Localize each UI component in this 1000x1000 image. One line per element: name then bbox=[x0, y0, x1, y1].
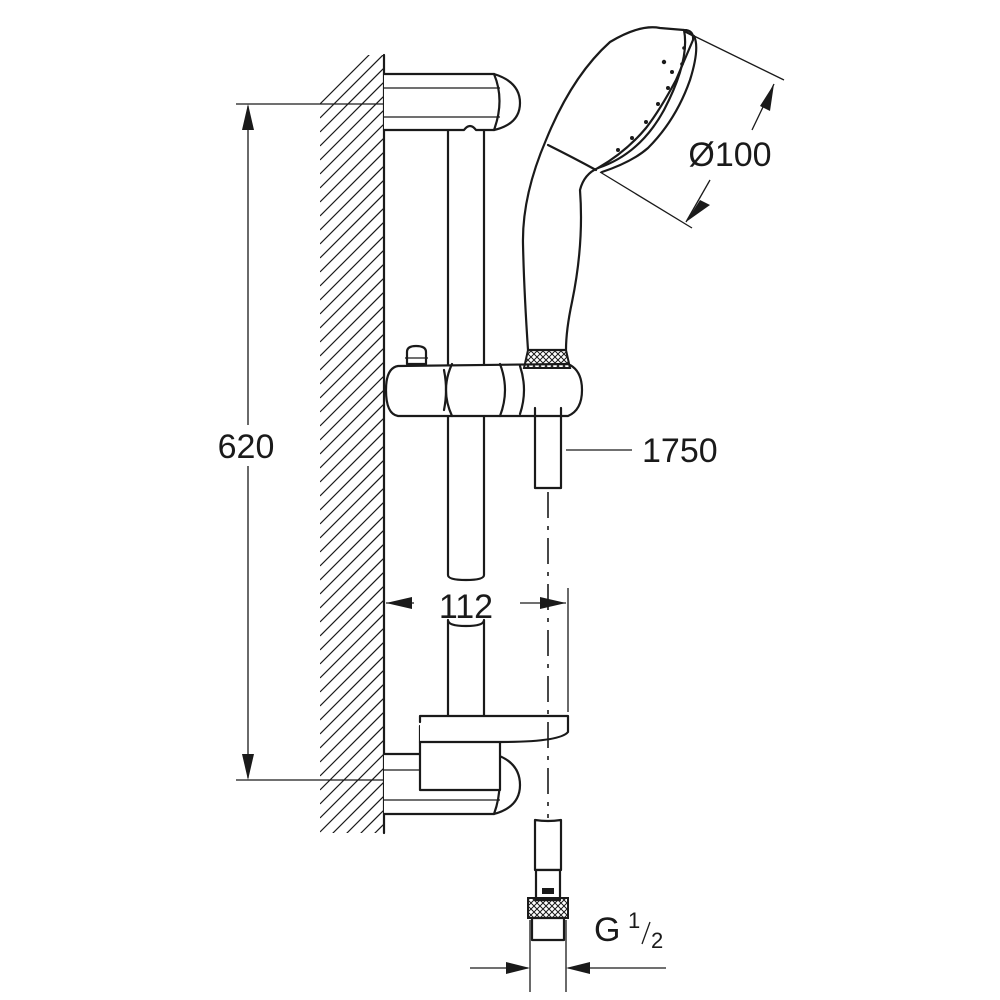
hatch-line bbox=[320, 501, 384, 567]
hatch-line bbox=[320, 852, 384, 916]
hatch-line bbox=[320, 249, 384, 315]
hatch-line bbox=[320, 711, 384, 777]
hatch-line bbox=[320, 473, 384, 539]
hatch-line bbox=[320, 137, 384, 203]
hatch-line bbox=[320, 67, 384, 133]
hatch-line bbox=[320, 263, 384, 329]
hatch-line bbox=[360, 809, 384, 833]
hatch-line bbox=[320, 403, 384, 469]
hatch-line bbox=[320, 767, 384, 833]
hatch-line bbox=[320, 571, 384, 637]
hatch-line bbox=[320, 669, 384, 735]
wall-hatch bbox=[320, 55, 384, 958]
rail-bar bbox=[446, 126, 486, 762]
hatch-line bbox=[320, 123, 384, 189]
dimension-thread: G 1 2 bbox=[470, 908, 666, 992]
hatch-line bbox=[320, 866, 384, 930]
hatch-line bbox=[320, 515, 384, 581]
hatch-line bbox=[320, 627, 384, 693]
dimension-hose-length: 1750 bbox=[566, 432, 718, 470]
slider-holder bbox=[384, 344, 584, 418]
dimension-height-label: 620 bbox=[218, 428, 275, 466]
hatch-line bbox=[320, 894, 384, 958]
hatch-line bbox=[320, 319, 384, 385]
hatch-line bbox=[320, 417, 384, 483]
hatch-line bbox=[320, 487, 384, 553]
dimension-head-diameter: Ø100 bbox=[599, 33, 785, 229]
dimension-thread-denominator: 2 bbox=[651, 928, 663, 953]
hatch-line bbox=[320, 753, 384, 819]
hatch-line bbox=[320, 55, 384, 119]
hatch-line bbox=[320, 683, 384, 749]
hatch-line bbox=[320, 585, 384, 651]
dimension-thread-numerator: 1 bbox=[628, 908, 640, 933]
hatch-line bbox=[320, 529, 384, 595]
hatch-line bbox=[320, 725, 384, 791]
hatch-line bbox=[320, 193, 384, 259]
hatch-line bbox=[320, 389, 384, 455]
hatch-line bbox=[320, 599, 384, 665]
hatch-line bbox=[320, 361, 384, 427]
hatch-line bbox=[320, 207, 384, 273]
dimension-hose-length-label: 1750 bbox=[642, 432, 718, 470]
hatch-line bbox=[320, 151, 384, 217]
hatch-line bbox=[320, 277, 384, 343]
dimension-head-diameter-label: Ø100 bbox=[688, 136, 771, 174]
hatch-line bbox=[320, 838, 384, 902]
hatch-line bbox=[320, 235, 384, 301]
top-bracket bbox=[382, 72, 522, 132]
hatch-line bbox=[320, 431, 384, 497]
hatch-line bbox=[320, 375, 384, 441]
hatch-line bbox=[320, 165, 384, 231]
hatch-line bbox=[320, 179, 384, 245]
hatch-line bbox=[332, 781, 384, 833]
hatch-line bbox=[320, 445, 384, 511]
hand-shower bbox=[521, 26, 698, 369]
hatch-line bbox=[320, 739, 384, 805]
hatch-line bbox=[320, 347, 384, 413]
shower-hose bbox=[527, 406, 569, 942]
hatch-line bbox=[320, 291, 384, 357]
hatch-line bbox=[320, 333, 384, 399]
hatch-line bbox=[320, 613, 384, 679]
hatch-line bbox=[346, 795, 384, 833]
dimension-spacing: 112 bbox=[386, 588, 569, 712]
hatch-line bbox=[320, 655, 384, 721]
hatch-line bbox=[320, 109, 384, 175]
shower-knurl bbox=[522, 349, 572, 369]
bottom-bracket bbox=[382, 714, 570, 816]
hatch-line bbox=[320, 641, 384, 707]
hatch-line bbox=[320, 880, 384, 944]
hatch-line bbox=[374, 823, 384, 833]
dimension-spacing-label: 112 bbox=[439, 588, 493, 626]
hatch-line bbox=[320, 697, 384, 763]
hatch-line bbox=[320, 55, 370, 105]
dimension-height: 620 bbox=[218, 103, 384, 781]
dimension-thread-label: G bbox=[594, 911, 620, 949]
hatch-line bbox=[320, 221, 384, 287]
hatch-line bbox=[320, 95, 384, 161]
hatch-line bbox=[320, 557, 384, 623]
hatch-line bbox=[320, 543, 384, 609]
knurled-nut bbox=[527, 897, 569, 919]
hatch-line bbox=[320, 459, 384, 525]
hatch-line bbox=[320, 305, 384, 371]
hatch-line bbox=[320, 81, 384, 147]
